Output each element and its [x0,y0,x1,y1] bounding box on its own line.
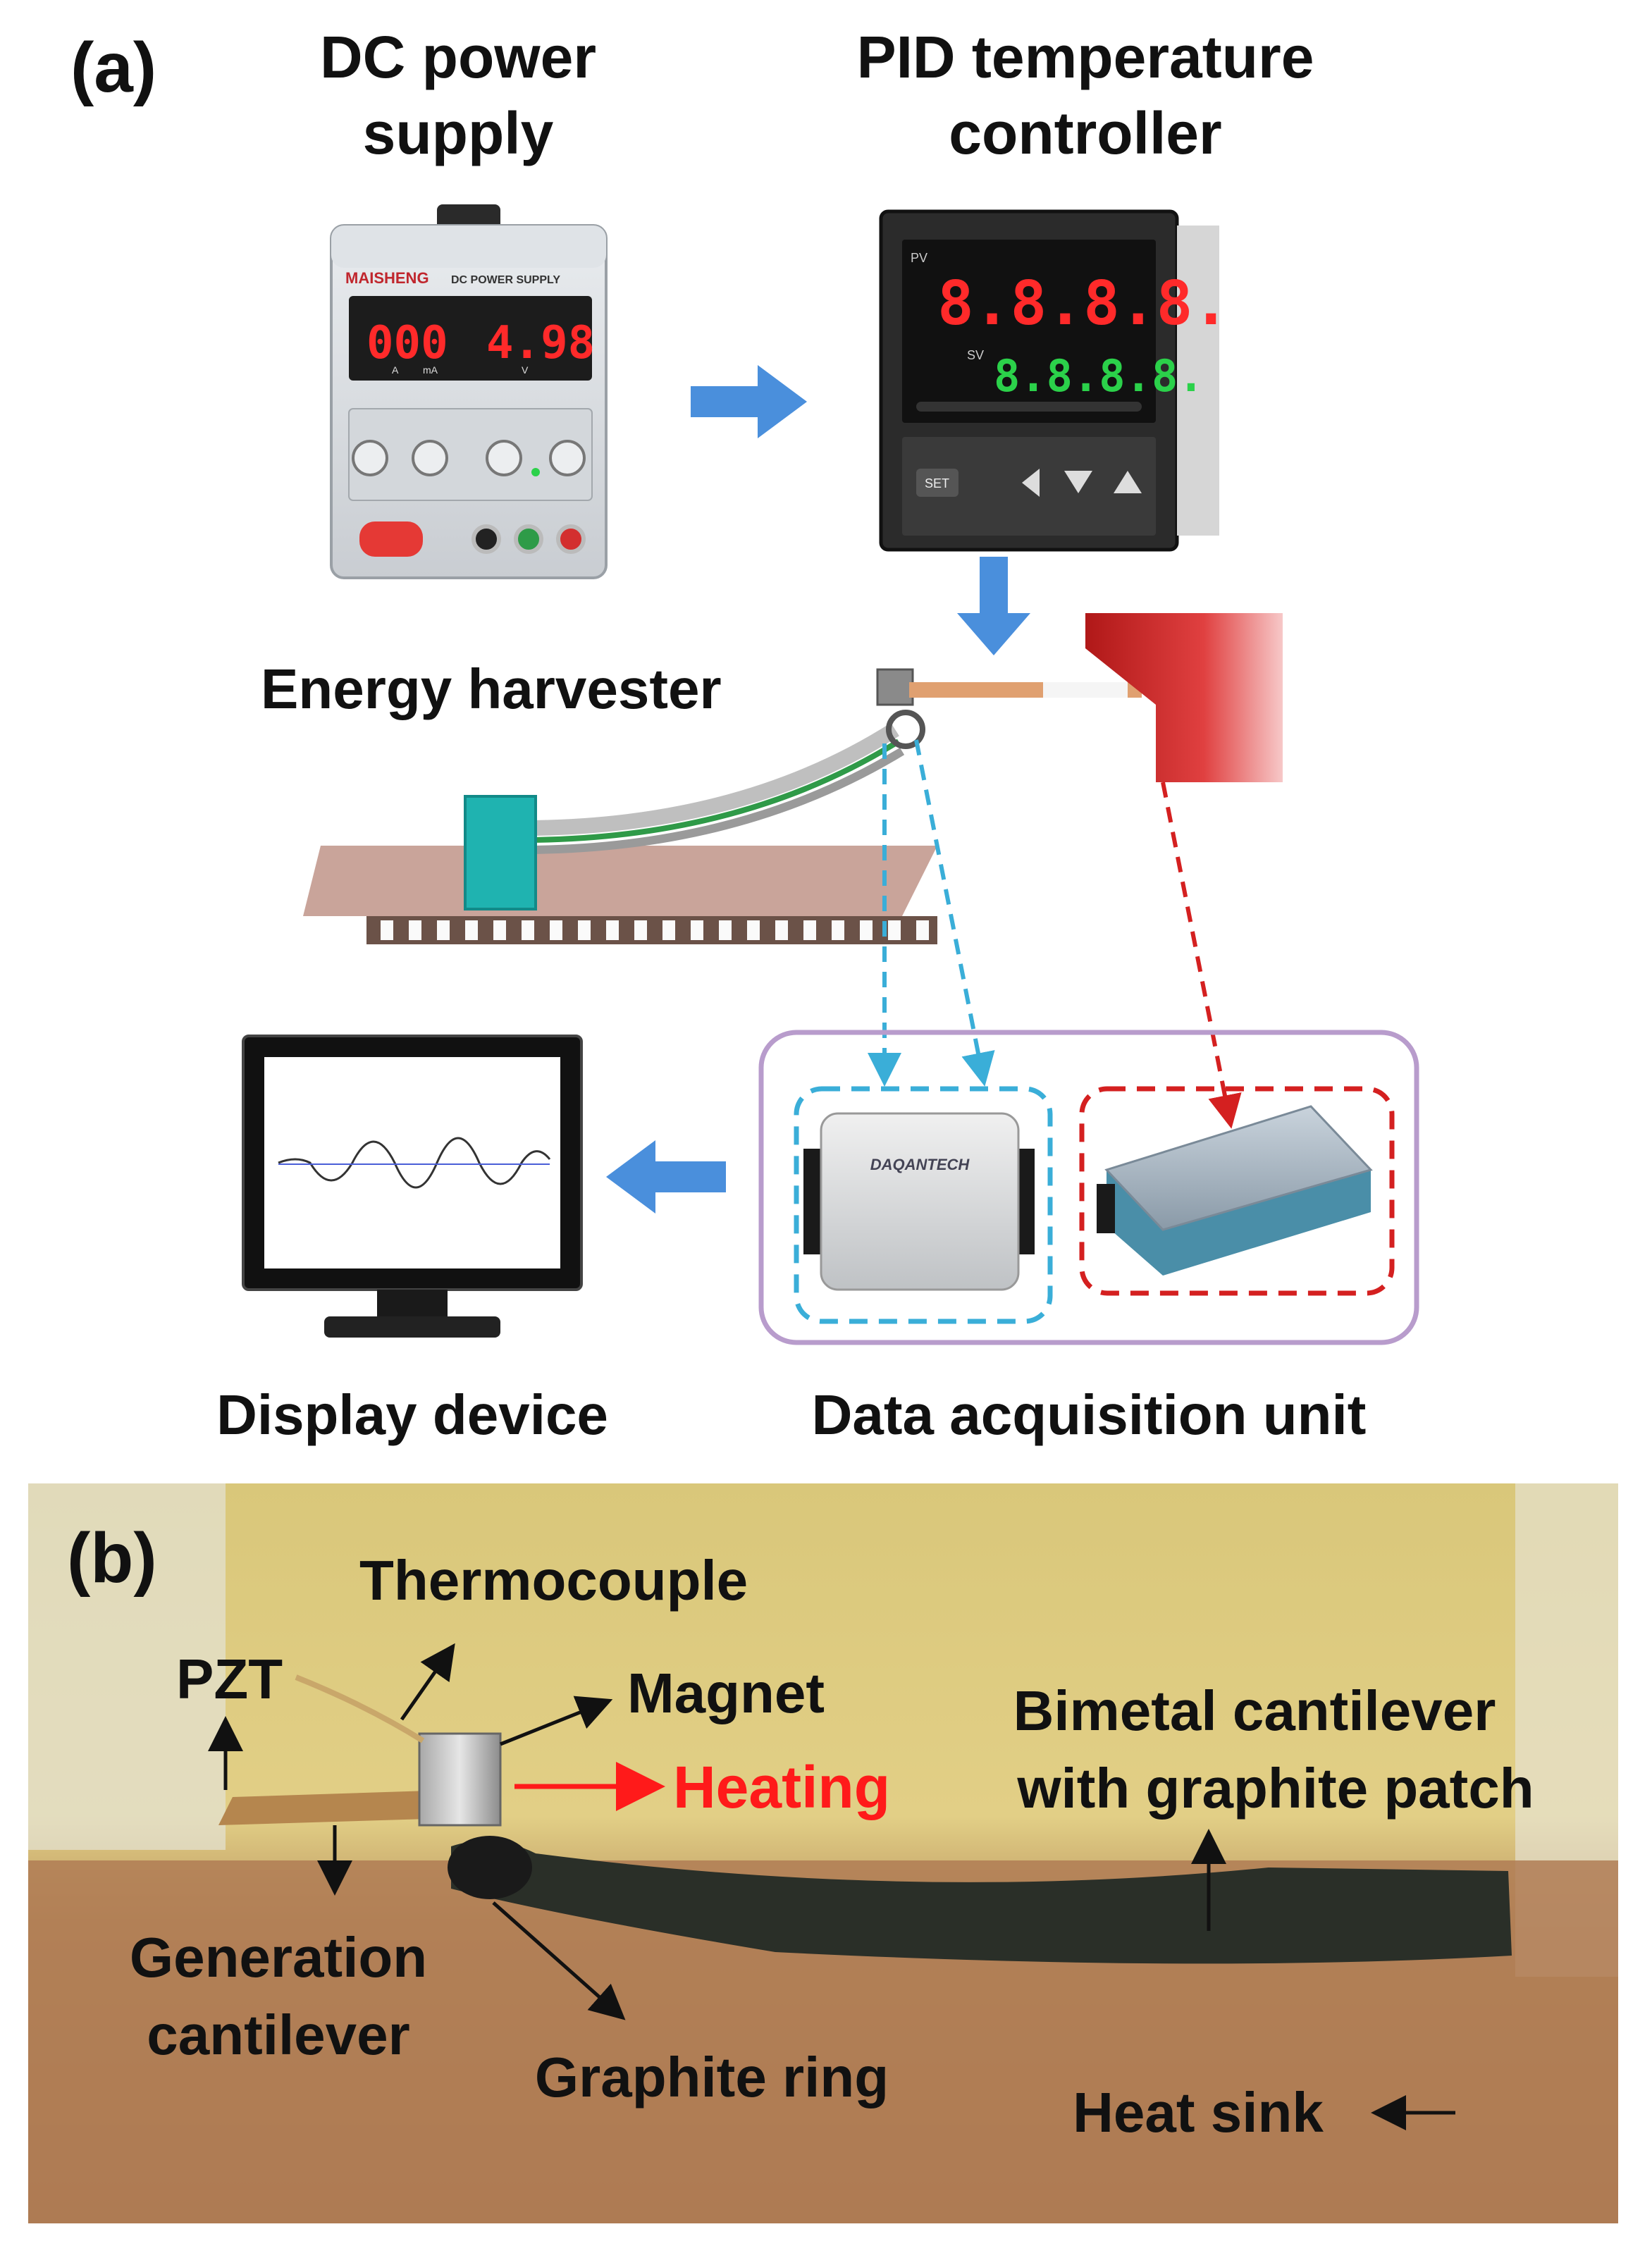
harvester-magnet [876,668,914,706]
generation-label-line1: Generation [130,1926,427,1989]
photo-bimetal-cantilever [451,1841,1512,1964]
dc-current-display: 000 [366,317,448,369]
data-acquisition-frame [758,1030,1419,1345]
dc-voltage-display: 4.98 [486,317,595,369]
thermocouple-signal-line [1161,782,1242,1129]
photo-graphite-ring [448,1836,532,1899]
pid-pv-display: 8.8.8.8. [937,268,1229,339]
dc-unit-a: A [392,364,399,376]
graphite-ring-label: Graphite ring [535,2046,889,2109]
panel-a: (a) DC power supply PID temperature cont… [70,24,1419,1446]
pid-pv-label: PV [911,251,927,265]
flow-arrow-pid-to-harvester [957,557,1030,655]
flow-arrow-dc-to-pid [691,365,807,438]
display-monitor [242,1035,583,1338]
dc-knob-2 [412,440,448,476]
energy-harvester-label: Energy harvester [261,658,722,720]
dc-knob-1 [352,440,388,476]
display-device-label: Display device [216,1383,608,1446]
pid-controller-device: PV 8.8.8.8. SV 8.8.8.8. SET [879,209,1229,552]
thermocouple-pointer [400,1643,455,1721]
pzt-daq-card: DAQANTECH [803,1112,1035,1291]
monitor-waveform [278,1137,551,1189]
pid-controller-label-line2: controller [949,100,1221,166]
pid-set-button [916,469,958,497]
bimetal-label-line1: Bimetal cantilever [1013,1679,1496,1742]
pid-set-label: SET [925,476,949,490]
harvester-clamp [464,795,537,910]
bimetal-label-line2: with graphite patch [1016,1757,1534,1820]
photo-magnet [418,1732,502,1827]
magnet-pointer [500,1696,613,1746]
dc-unit-ma: mA [423,364,438,376]
dc-terminal-black [471,524,501,554]
dc-knob-3 [486,440,522,476]
thermo-daq-dashed-frame [1079,1086,1395,1296]
panel-b-letter: (b) [67,1519,157,1598]
thermo-daq-device [1097,1105,1373,1276]
photo-generation-cantilever [218,1790,451,1825]
dc-knob-4 [549,440,586,476]
dc-unit-v: V [522,364,529,376]
dc-power-switch [359,521,423,557]
dc-brand-text: MAISHENG [345,269,429,287]
pid-up-button-icon [1114,471,1142,493]
pid-down-button-icon [1064,471,1092,493]
dc-power-supply-label-line2: supply [363,100,554,166]
panel-a-letter: (a) [70,28,156,107]
dc-terminal-green [514,524,543,554]
heat-sink-fins [381,920,929,940]
magnet-label: Magnet [627,1662,825,1724]
daq-brand-text: DAQANTECH [870,1156,970,1173]
pid-sv-display: 8.8.8.8. [994,350,1204,402]
pzt-label: PZT [176,1648,283,1710]
dc-power-supply-label-line1: DC power [320,24,596,90]
energy-harvester-model [303,613,1283,944]
data-acquisition-unit-label: Data acquisition unit [812,1383,1367,1446]
heat-sink-label: Heat sink [1073,2081,1324,2144]
thermocouple-label: Thermocouple [359,1549,748,1612]
graphite-ring-pointer [492,1901,626,2020]
pid-sv-label: SV [967,348,984,362]
harvester-ring [886,710,925,749]
pzt-daq-dashed-frame [794,1086,1053,1324]
harvester-heater [1085,613,1283,782]
dc-terminal-red [556,524,586,554]
panel-b: (b) Thermocouple PZT Magnet Heating Bime… [28,1483,1618,2223]
dc-model-text: DC POWER SUPPLY [451,274,560,286]
flow-arrow-daq-to-display [606,1140,726,1214]
dc-power-supply-device: MAISHENG DC POWER SUPPLY 000 4.98 A mA V [330,204,608,579]
pzt-signal-lines [868,739,995,1087]
generation-label-line2: cantilever [147,2004,410,2066]
heating-label: Heating [673,1754,890,1820]
photo-thermocouple-wire [295,1674,425,1743]
pid-controller-label-line1: PID temperature [857,24,1314,90]
pid-left-button-icon [1022,469,1040,497]
